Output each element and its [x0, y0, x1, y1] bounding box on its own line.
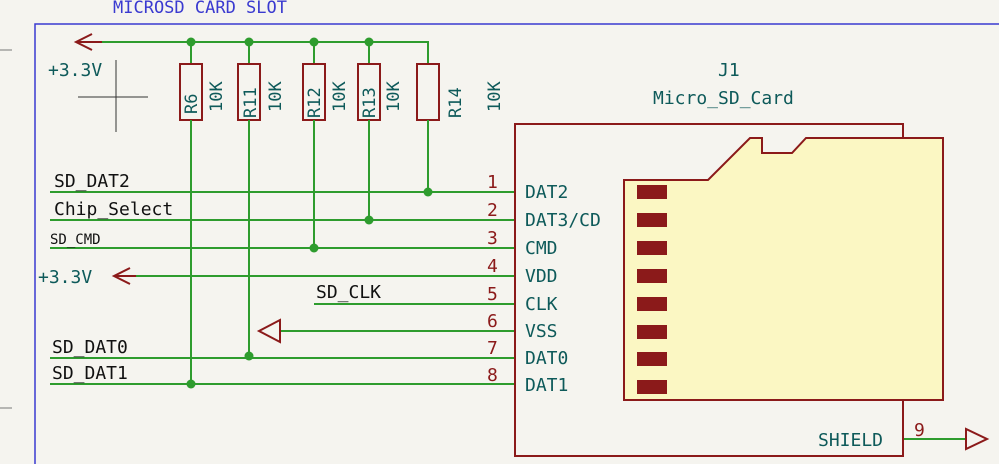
ground-symbol-shield	[965, 427, 990, 451]
rail-wire-3v3	[102, 41, 429, 64]
net-label-sd-dat0[interactable]: SD_DAT0	[52, 337, 128, 358]
ground-symbol-vss	[256, 318, 281, 344]
resistor-r14[interactable]	[416, 63, 440, 121]
power-symbol-vdd	[111, 267, 136, 285]
pin-number: 8	[487, 365, 498, 386]
sheet-border	[34, 23, 999, 464]
resistor-value-r11: 10K	[266, 81, 286, 112]
pin-name-shield: SHIELD	[818, 430, 883, 451]
connector-value: Micro_SD_Card	[653, 88, 794, 109]
pin-number-shield: 9	[914, 420, 925, 441]
connector-j1[interactable]: J1 Micro_SD_Card	[514, 60, 944, 457]
resistor-value-r6: 10K	[207, 81, 227, 112]
pin-name: DAT2	[525, 182, 568, 203]
pin-name: CMD	[525, 238, 558, 259]
crosshair-cursor	[78, 60, 148, 132]
resistor-value-r14: 10K	[485, 81, 505, 112]
resistor-ref-r13: R13	[360, 87, 380, 118]
power-label-top: +3.3V	[48, 60, 102, 81]
pin-number: 1	[487, 172, 498, 193]
pin-name: CLK	[525, 294, 558, 315]
pin-name: DAT3/CD	[525, 210, 601, 231]
resistor-value-r13: 10K	[384, 81, 404, 112]
net-label-sd-cmd[interactable]: SD_CMD	[50, 232, 101, 248]
connector-ref: J1	[718, 60, 740, 81]
microsd-card-outline	[623, 137, 944, 401]
resistor-lower-wires	[190, 120, 429, 384]
pin-name: VSS	[525, 321, 558, 342]
resistor-ref-r6: R6	[182, 94, 202, 114]
pin-number: 6	[487, 311, 498, 332]
pin-name: DAT0	[525, 348, 568, 369]
pin-number: 3	[487, 228, 498, 249]
pin-name: DAT1	[525, 375, 568, 396]
net-label-sd-clk[interactable]: SD_CLK	[316, 282, 381, 303]
net-label-chip-select[interactable]: Chip_Select	[54, 199, 173, 220]
net-label-sd-dat1[interactable]: SD_DAT1	[52, 363, 128, 384]
signal-wires	[50, 191, 966, 440]
power-symbol-top	[73, 33, 102, 51]
resistor-ref-r12: R12	[305, 87, 325, 118]
junction-dots	[186, 37, 433, 389]
pin-number: 5	[487, 284, 498, 305]
resistor-value-r12: 10K	[330, 81, 350, 112]
resistor-upper-wires	[190, 42, 370, 64]
pin-number: 2	[487, 200, 498, 221]
power-label-vdd: +3.3V	[38, 267, 92, 288]
net-label-sd-dat2[interactable]: SD_DAT2	[54, 171, 130, 192]
pin-number: 4	[487, 256, 498, 277]
sheet-title: MICROSD CARD SLOT	[113, 0, 287, 18]
resistor-ref-r14: R14	[446, 87, 466, 118]
resistor-ref-r11: R11	[241, 87, 261, 118]
pin-number: 7	[487, 338, 498, 359]
pin-name: VDD	[525, 266, 558, 287]
card-contacts	[637, 185, 667, 394]
